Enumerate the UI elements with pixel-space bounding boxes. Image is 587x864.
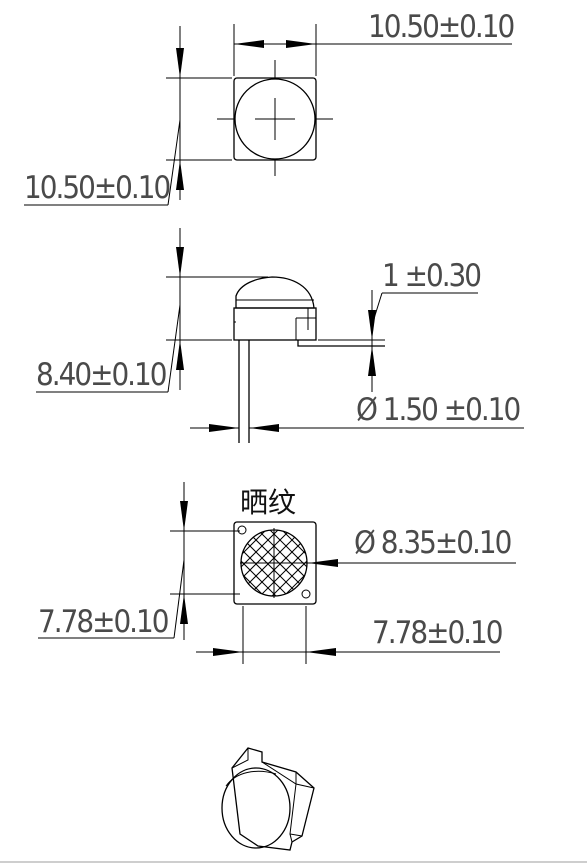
isometric-view bbox=[221, 747, 315, 851]
bottom-view: 晒纹 bbox=[38, 482, 516, 664]
side-height-label: 8.40±0.10 bbox=[36, 357, 166, 393]
bottom-marker-br bbox=[301, 589, 311, 599]
bottom-height-label: 7.78±0.10 bbox=[38, 604, 168, 640]
texture-note: 晒纹 bbox=[240, 486, 296, 519]
side-thickness-dimension: 1 ±0.30 bbox=[318, 258, 482, 392]
top-lens-circle bbox=[234, 78, 316, 160]
side-pin-dimension: Ø 1.50 ±0.10 bbox=[190, 392, 524, 432]
bottom-diameter-label: Ø 8.35±0.10 bbox=[354, 525, 511, 561]
top-width-dimension: 10.50±0.10 bbox=[233, 9, 516, 76]
top-height-dimension: 10.50±0.10 bbox=[24, 26, 232, 206]
side-view: 8.40±0.10 1 ±0.30 Ø 1.50 ±0.10 bbox=[36, 228, 524, 443]
side-dome bbox=[235, 276, 315, 309]
side-height-dimension: 8.40±0.10 bbox=[36, 228, 268, 393]
bottom-height-dimension: 7.78±0.10 bbox=[38, 482, 240, 640]
top-height-label: 10.50±0.10 bbox=[24, 170, 170, 206]
iso-body-outline bbox=[231, 747, 315, 851]
iso-dome bbox=[221, 767, 291, 849]
side-body bbox=[233, 307, 317, 341]
side-pin-label: Ø 1.50 ±0.10 bbox=[356, 392, 519, 428]
top-width-label: 10.50±0.10 bbox=[368, 9, 514, 45]
side-thickness-label: 1 ±0.30 bbox=[382, 258, 480, 294]
top-view: 10.50±0.10 10.50±0.10 bbox=[24, 9, 516, 206]
side-tab bbox=[297, 340, 385, 347]
bottom-width-label: 7.78±0.10 bbox=[372, 615, 502, 651]
bottom-width-dimension: 7.78±0.10 bbox=[196, 606, 504, 664]
bottom-diameter-dimension: Ø 8.35±0.10 bbox=[300, 525, 516, 567]
bottom-marker-tl bbox=[237, 525, 247, 535]
